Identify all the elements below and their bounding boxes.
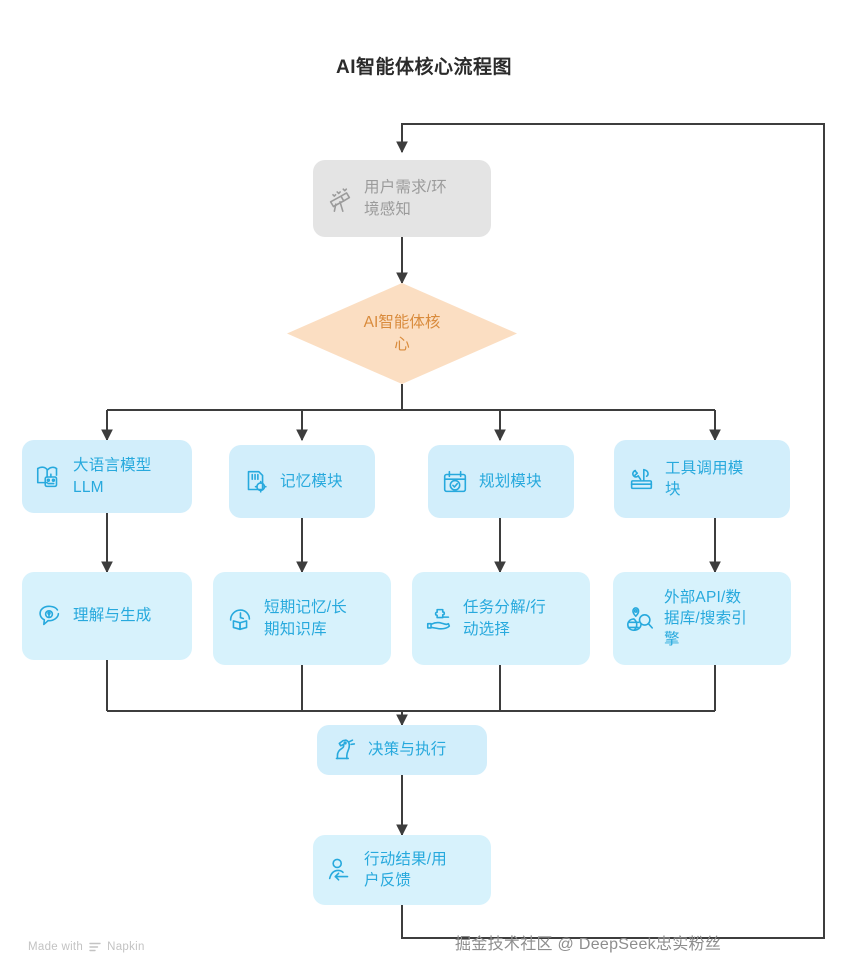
node-label: 决策与执行 (368, 741, 447, 759)
brand-name: Napkin (107, 941, 145, 953)
node-external-api-database-search[interactable]: 外部API/数 据库/搜索引 擎 (613, 572, 791, 665)
person-return-icon (328, 858, 349, 881)
book-robot-icon (36, 465, 58, 487)
node-label: 大语言模型 LLM (73, 457, 152, 496)
brand-prefix: Made with (28, 941, 84, 953)
node-user-demand-perception[interactable]: 用户需求/环 境感知 (313, 160, 491, 237)
node-label: 理解与生成 (73, 607, 152, 625)
clock-book-icon (229, 608, 251, 630)
chess-knight-icon (335, 739, 356, 760)
node-task-decomposition-action[interactable]: 任务分解/行 动选择 (412, 572, 590, 665)
calendar-check-icon (443, 470, 467, 492)
node-ai-agent-core[interactable]: AI智能体核 心 (287, 283, 517, 384)
node-label: 规划模块 (479, 472, 542, 490)
node-label: 记忆模块 (280, 472, 343, 490)
node-understanding-generation[interactable]: 理解与生成 (22, 572, 192, 660)
node-memory-module[interactable]: 记忆模块 (229, 445, 375, 518)
node-label: 任务分解/行 动选择 (463, 599, 547, 638)
napkin-brand-footer: Made with Napkin (28, 941, 145, 953)
globe-search-icon (627, 606, 653, 631)
node-action-result-feedback[interactable]: 行动结果/用 户反馈 (313, 835, 491, 905)
node-label: AI智能体核 心 (363, 313, 441, 353)
node-label: 工具调用模 块 (665, 459, 744, 498)
node-short-long-term-memory[interactable]: 短期记忆/长 期知识库 (213, 572, 391, 665)
node-tool-invocation-module[interactable]: 工具调用模 块 (614, 440, 790, 518)
node-llm-module[interactable]: 大语言模型 LLM (22, 440, 192, 513)
node-label: 用户需求/环 境感知 (364, 179, 448, 218)
node-label: 外部API/数 据库/搜索引 擎 (664, 588, 748, 649)
watermark-text: 掘金技术社区 @ DeepSeek忠实粉丝 (455, 936, 722, 953)
toolbox-icon (630, 468, 653, 490)
node-decision-execution[interactable]: 决策与执行 (317, 725, 487, 775)
node-label: 短期记忆/长 期知识库 (264, 599, 348, 638)
memory-card-gear-icon (247, 470, 267, 493)
node-label: 行动结果/用 户反馈 (364, 850, 448, 889)
page-title: AI智能体核心流程图 (335, 57, 512, 78)
speech-bubbles-icon (39, 605, 60, 626)
puzzle-hand-icon (426, 608, 451, 630)
napkin-logo-icon (89, 942, 101, 952)
telescope-icon (329, 187, 351, 212)
node-planning-module[interactable]: 规划模块 (428, 445, 574, 518)
